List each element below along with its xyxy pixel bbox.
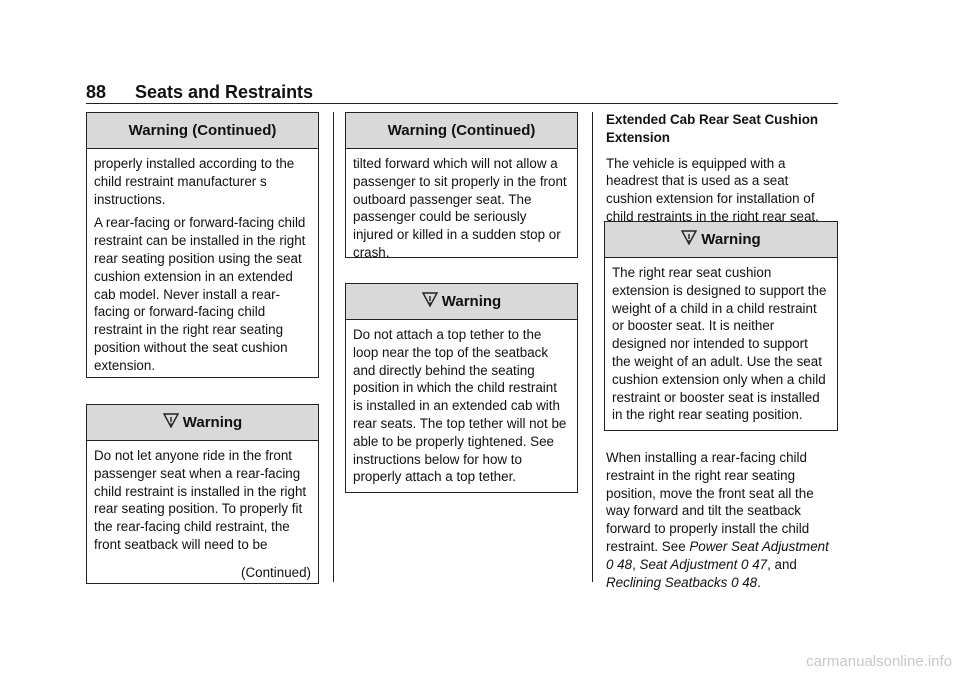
warning-text: A rear-facing or forward-facing child re… <box>94 215 306 373</box>
warning-triangle-icon <box>421 292 438 311</box>
warning-heading-row: Warning <box>346 284 577 320</box>
section-subheading: Extended Cab Rear Seat Cushion Extension <box>606 112 819 145</box>
closing-text: When installing a rear-facing child rest… <box>606 450 814 554</box>
warning-heading: Warning (Continued) <box>346 113 577 149</box>
period: . <box>757 574 761 590</box>
header-divider <box>86 103 838 104</box>
section-paragraph: The vehicle is equipped with a headrest … <box>606 155 819 224</box>
warning-text: Do not attach a top tether to the loop n… <box>353 327 567 485</box>
warning-heading-row: Warning <box>87 405 318 441</box>
xref-seat-adjustment[interactable]: Seat Adjustment <box>639 556 738 572</box>
separator: , <box>632 556 636 572</box>
page-header: 88 Seats and Restraints <box>86 82 838 108</box>
warning-text: properly installed according to the chil… <box>94 156 295 207</box>
warning-text: Do not let anyone ride in the front pass… <box>94 448 307 552</box>
warning-triangle-icon <box>681 230 698 249</box>
column-divider-2 <box>592 112 593 582</box>
warning-heading: Warning <box>441 293 502 310</box>
warning-box-col1: Warning Do not let anyone ride in the fr… <box>86 404 319 584</box>
separator: , and <box>767 556 797 572</box>
xref-power-seat-adjustment[interactable]: Power Seat Adjustment <box>689 538 829 554</box>
warning-box-col3: Warning The right rear seat cushion exte… <box>604 221 838 431</box>
section-intro: Extended Cab Rear Seat Cushion Extension… <box>606 111 838 234</box>
warning-box-continued-col2: Warning (Continued) tilted forward which… <box>345 112 578 260</box>
xref-page[interactable]: 0 48 <box>731 574 758 590</box>
page-title: Seats and Restraints <box>135 82 314 102</box>
warning-text: The right rear seat cushion extension is… <box>612 265 827 423</box>
section-paragraph: When installing a rear-facing child rest… <box>606 449 838 591</box>
warning-heading: Warning <box>182 414 243 431</box>
warning-heading: Warning (Continued) <box>87 113 318 149</box>
page-number: 88 <box>86 82 107 102</box>
xref-page[interactable]: 0 47 <box>741 556 768 572</box>
continued-label: (Continued) <box>241 565 311 580</box>
warning-triangle-icon <box>162 413 179 432</box>
xref-page[interactable]: 0 48 <box>606 556 633 572</box>
column-divider-1 <box>333 112 334 582</box>
section-closing: When installing a rear-facing child rest… <box>606 449 838 599</box>
warning-heading-row: Warning <box>605 222 837 258</box>
warning-text: tilted forward which will not allow a pa… <box>353 156 567 260</box>
warning-heading: Warning <box>701 231 761 248</box>
warning-box-col2: Warning Do not attach a top tether to th… <box>345 283 578 493</box>
warning-box-continued-col1: Warning (Continued) properly installed a… <box>86 112 319 378</box>
site-watermark: carmanualsonline.info <box>806 653 952 670</box>
xref-reclining-seatbacks[interactable]: Reclining Seatbacks <box>606 574 728 590</box>
